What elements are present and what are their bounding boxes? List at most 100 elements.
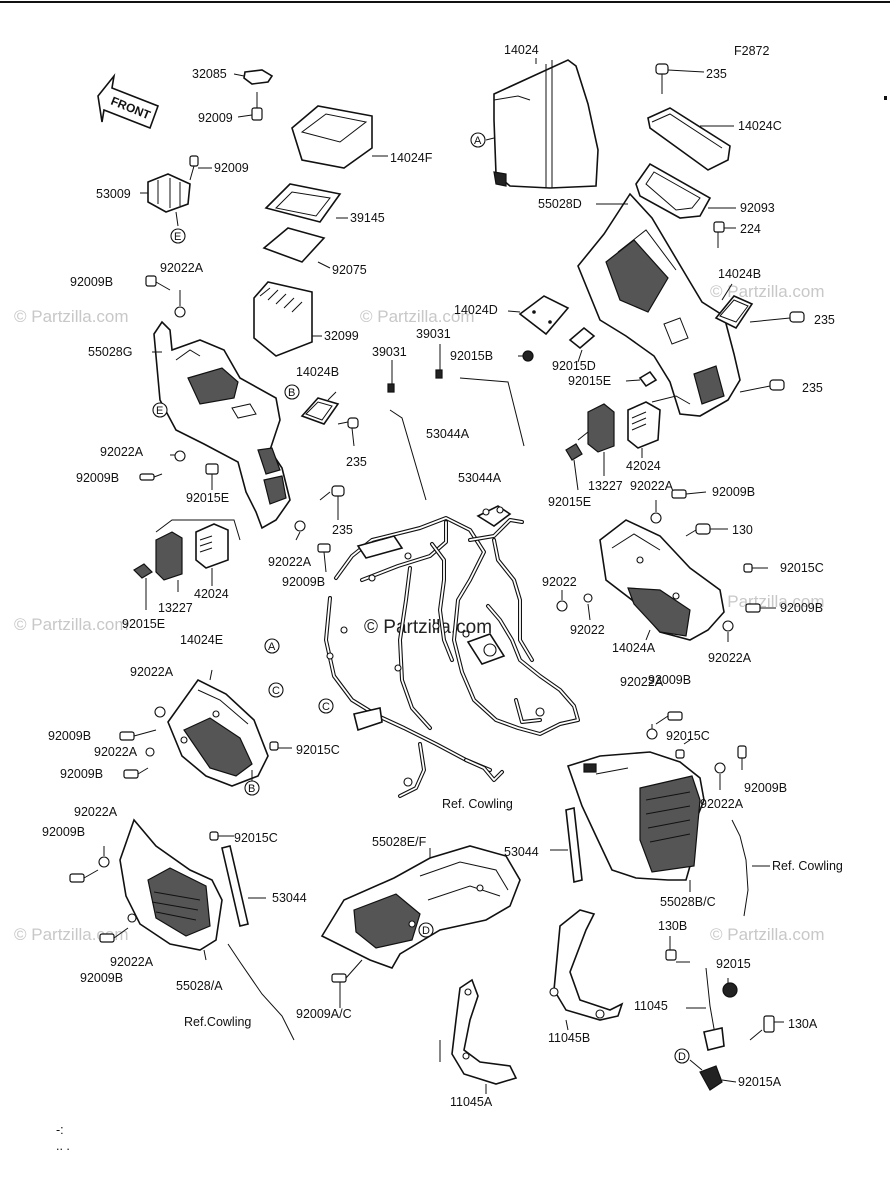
part-label: 39031: [372, 345, 407, 359]
part-label: 55028B/C: [660, 895, 716, 909]
part-label: 92009B: [780, 601, 823, 615]
part-label: 92022A: [708, 651, 752, 665]
part-label: 32085: [192, 67, 227, 81]
part-label: 11045B: [548, 1031, 590, 1045]
watermark-text: © Partzilla.com: [14, 615, 129, 634]
part-label: 53044A: [426, 427, 470, 441]
left-cluster-fasteners: [133, 275, 359, 610]
part-label: 92022A: [130, 665, 174, 679]
part-label: 92022A: [268, 555, 312, 569]
part-label: 14024B: [718, 267, 761, 281]
part-label: 92022A: [630, 479, 674, 493]
part-label: 235: [802, 381, 823, 395]
lower-center-cluster: [320, 807, 583, 1008]
callout-e: [170, 228, 186, 244]
callout-d: [674, 1048, 690, 1064]
figure-id: F2872: [734, 44, 769, 58]
part-label: 53044: [272, 891, 307, 905]
bottom-brackets: [439, 909, 784, 1094]
left-mid-cluster: [119, 669, 292, 787]
part-label: 92015B: [450, 349, 493, 363]
right-lower-cluster: [566, 711, 770, 917]
watermark-text: © Partzilla.com: [710, 282, 825, 301]
lower-left-cluster: [69, 818, 295, 1041]
watermark-center-text: © Partzilla.com: [364, 617, 492, 638]
part-number-labels: 32085 92009 14024F 92009 53009 39145 920…: [42, 43, 843, 1109]
right-mid-cluster: [556, 489, 776, 642]
callout-b: [284, 384, 300, 400]
part-label: 92009B: [80, 971, 123, 985]
part-label: 235: [814, 313, 835, 327]
part-label: 92015E: [568, 374, 611, 388]
part-label: 53044: [504, 845, 539, 859]
callout-b: [244, 780, 260, 796]
watermark-text: © Partzilla.com: [14, 307, 129, 326]
watermark-text: © Partzilla.com: [710, 592, 825, 611]
part-label: 55028D: [538, 197, 582, 211]
part-label: 235: [346, 455, 367, 469]
part-label: 92009: [198, 111, 233, 125]
part-label: 14024A: [612, 641, 656, 655]
part-label: 235: [706, 67, 727, 81]
part-label: 92015E: [548, 495, 591, 509]
part-label: 13227: [158, 601, 193, 615]
part-label: 53044A: [458, 471, 502, 485]
svg-text:E: E: [156, 405, 163, 417]
callout-circles: E E B A A C C B D D: [152, 132, 690, 1064]
part-label: 14024F: [390, 151, 433, 165]
part-label: Ref.Cowling: [184, 1015, 251, 1029]
callout-a: [470, 132, 486, 148]
part-label: 92015A: [738, 1075, 782, 1089]
part-label: 130: [732, 523, 753, 537]
part-label: 14024D: [454, 303, 498, 317]
part-label: 92022A: [74, 805, 118, 819]
part-label: Ref. Cowling: [442, 797, 513, 811]
part-label: 92022A: [110, 955, 154, 969]
part-label: 55028/A: [176, 979, 223, 993]
part-label: 92022A: [94, 745, 138, 759]
part-label: 92022: [570, 623, 605, 637]
callout-c: [318, 698, 334, 714]
part-label: 55028E/F: [372, 835, 427, 849]
part-label: 11045A: [450, 1095, 493, 1109]
svg-text:D: D: [678, 1051, 686, 1063]
part-label: 92009B: [48, 729, 91, 743]
svg-text:C: C: [322, 701, 330, 713]
part-label: 42024: [626, 459, 661, 473]
part-label: 39145: [350, 211, 385, 225]
part-label: 92015C: [234, 831, 278, 845]
part-label: Ref. Cowling: [772, 859, 843, 873]
front-arrow: FRONT: [97, 73, 160, 130]
callout-c: [268, 682, 284, 698]
part-label: 55028G: [88, 345, 132, 359]
part-label: 92009B: [712, 485, 755, 499]
svg-text:B: B: [248, 783, 255, 795]
cowling-stay-frame: [324, 505, 580, 798]
watermark-text: © Partzilla.com: [360, 307, 475, 326]
part-label: 92009B: [76, 471, 119, 485]
panel-55028G: [152, 320, 291, 530]
part-label: 53009: [96, 187, 131, 201]
part-label: 92015D: [552, 359, 596, 373]
part-label: 92015E: [122, 617, 165, 631]
part-label: 92022A: [160, 261, 204, 275]
svg-text:E: E: [174, 231, 181, 243]
part-label: 235: [332, 523, 353, 537]
svg-text:A: A: [268, 641, 276, 653]
part-label: 92009B: [282, 575, 325, 589]
part-label: 92075: [332, 263, 367, 277]
part-label: 92022: [542, 575, 577, 589]
part-label: 130A: [788, 1017, 818, 1031]
svg-text:.. .: .. .: [56, 1139, 70, 1153]
top-left-cluster: [140, 69, 388, 357]
part-label: 92015: [716, 957, 751, 971]
top-right-cluster: [387, 58, 805, 501]
part-label: 92015C: [666, 729, 710, 743]
part-label: 92009B: [744, 781, 787, 795]
callout-a: [264, 638, 280, 654]
part-label: 13227: [588, 479, 623, 493]
part-label: 92009: [214, 161, 249, 175]
part-label: 92009B: [70, 275, 113, 289]
watermarks: © Partzilla.com © Partzilla.com © Partzi…: [14, 282, 825, 944]
part-label: 224: [740, 222, 761, 236]
